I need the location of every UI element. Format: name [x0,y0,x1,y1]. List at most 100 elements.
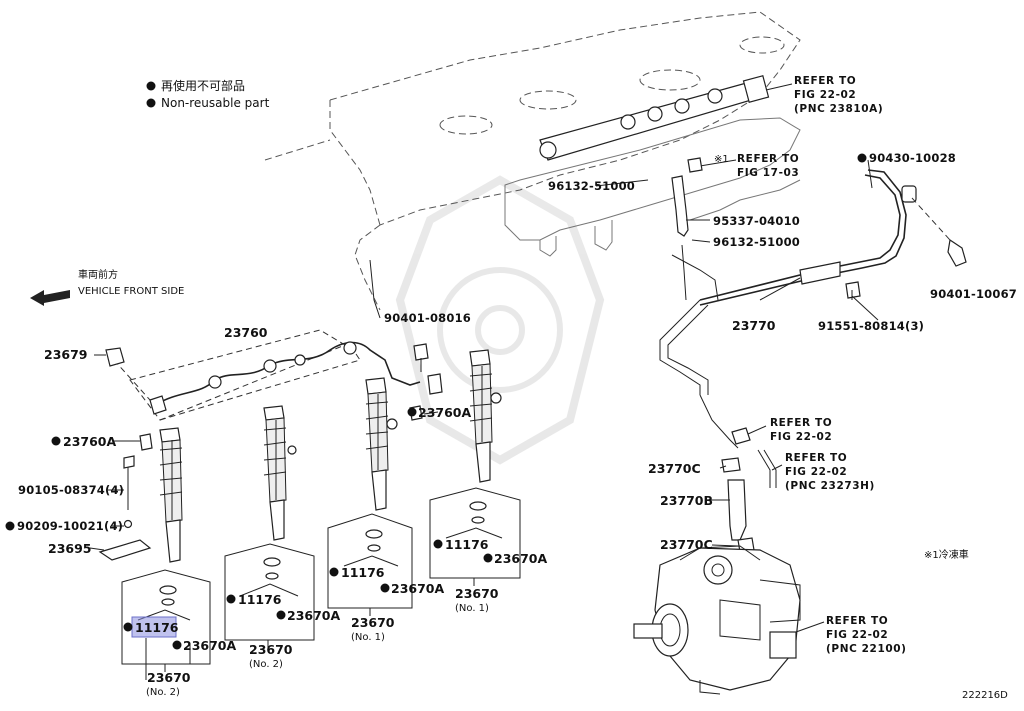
label-90401-10067: 90401-10067 [930,287,1017,301]
label-90209: 90209-10021(4) [17,519,123,533]
label-11176-3: 11176 [341,565,385,580]
label-96132-bottom: 96132-51000 [713,235,800,249]
nonreuse-dot-icon [407,407,417,417]
injector-4 [469,349,502,483]
legend-reuse-en: Non-reusable part [161,96,270,110]
pump-hoses [699,394,777,553]
label-no-1: (No. 2) [146,687,180,698]
label-96132-top: 96132-51000 [548,179,635,193]
label-90105: 90105-08374(4) [18,483,124,497]
watermark-emblem [395,175,605,465]
nonreuse-dot-icon [226,594,236,604]
note-refrigerated: ※1冷凍車 [924,548,969,561]
nonreuse-dot-icon [329,567,339,577]
ref-22-a: REFER TO FIG 22-02 [770,417,832,443]
ref-22b-line-1: REFER TO [785,452,847,464]
label-23760A-left: 23760A [63,434,116,449]
nonreuse-dot-icon [857,153,867,163]
nonreuse-dot-icon [123,622,133,632]
nonreuse-dot-icon [433,539,443,549]
label-23670-3: 23670 [351,615,395,630]
label-23760: 23760 [224,325,268,340]
bolt-90401-08016 [413,343,443,395]
label-23760A-mid: 23760A [418,405,471,420]
ref-22b-line-3: (PNC 23273H) [785,480,875,492]
label-23670-2: 23670 [249,642,293,657]
label-23670A-1: 23670A [183,638,236,653]
legend-bullet-icon [146,81,156,91]
ref-17-line-2: FIG 17-03 [737,167,799,179]
ref-22b-line-2: FIG 22-02 [785,466,847,478]
label-11176-1[interactable]: 11176 [135,620,179,635]
label-23679: 23679 [44,347,88,362]
bolt-91551 [845,281,861,300]
label-23770C-lower: 23770C [660,537,713,552]
ref-17-line-1: REFER TO [737,153,799,165]
ref-rail: REFER TO FIG 22-02 (PNC 23810A) [794,75,883,115]
label-95337: 95337-04010 [713,214,800,228]
ref-22c-line-1: REFER TO [826,615,888,627]
harness-23760 [105,329,421,421]
fitting-90430 [901,185,967,267]
vehicle-front-en: VEHICLE FRONT SIDE [78,286,184,297]
injector-labels-2: 11176 23670A 23670 (No. 2) [226,592,340,670]
label-no-2: (No. 2) [249,659,283,670]
ref-22a-line-1: REFER TO [770,417,832,429]
leader-lines [89,83,879,633]
fuel-rail [539,75,770,161]
ref-22c-line-2: FIG 22-02 [826,629,888,641]
label-23670A-4: 23670A [494,551,547,566]
ref-17-03: REFER TO FIG 17-03 [737,153,799,179]
label-23770: 23770 [732,318,776,333]
nonreuse-dot-icon [5,521,15,531]
label-mark-1: ※1 [714,154,729,165]
nonreuse-dot-icon [483,553,493,563]
ref-rail-line-3: (PNC 23810A) [794,103,883,115]
label-23770C-upper: 23770C [648,461,701,476]
injector-1 [98,427,183,563]
seal-box-4 [429,487,521,586]
label-23670-1: 23670 [147,670,191,685]
ref-22a-line-2: FIG 22-02 [770,431,832,443]
injector-labels-4: 11176 23670A 23670 (No. 1) [433,537,547,614]
label-11176-4: 11176 [445,537,489,552]
ref-22c-line-3: (PNC 22100) [826,643,907,655]
seal-box-2 [224,543,315,648]
ref-22-c: REFER TO FIG 22-02 (PNC 22100) [826,615,907,655]
legend-bullet-icon [146,98,156,108]
diagram-id: 222216D [962,690,1008,701]
ref-rail-line-1: REFER TO [794,75,856,87]
label-91551: 91551-80814(3) [818,319,924,333]
legend-reuse-jp: 再使用不可部品 [161,78,245,93]
nonreuse-dot-icon [172,640,182,650]
label-11176-2: 11176 [238,592,282,607]
arrow-left-icon [30,290,70,306]
label-no-4: (No. 1) [455,603,489,614]
vehicle-front-indicator: 車両前方 VEHICLE FRONT SIDE [30,268,184,306]
ref-rail-line-2: FIG 22-02 [794,89,856,101]
injector-labels-3: 11176 23670A 23670 (No. 1) [329,565,444,643]
seal-box-3 [327,513,413,616]
vehicle-front-jp: 車両前方 [78,268,118,281]
label-23695: 23695 [48,541,92,556]
label-90430: 90430-10028 [869,151,956,165]
legend: 再使用不可部品 Non-reusable part [146,78,270,110]
fuel-hose [671,175,689,301]
label-23670A-3: 23670A [391,581,444,596]
injector-2 [263,405,297,541]
nonreuse-dot-icon [51,436,61,446]
supply-pump [633,545,801,695]
injector-labels-1: 11176 23670A 23670 (No. 2) [123,616,236,698]
fuel-pipe-23770 [659,169,907,395]
ref-22-b: REFER TO FIG 22-02 (PNC 23273H) [785,452,875,492]
label-23670-4: 23670 [455,586,499,601]
nonreuse-dot-icon [380,583,390,593]
label-23670A-2: 23670A [287,608,340,623]
nonreuse-dot-icon [276,610,286,620]
label-23770B: 23770B [660,493,713,508]
clamp-icon [687,157,703,173]
label-no-3: (No. 1) [351,632,385,643]
injector-3 [365,377,423,511]
